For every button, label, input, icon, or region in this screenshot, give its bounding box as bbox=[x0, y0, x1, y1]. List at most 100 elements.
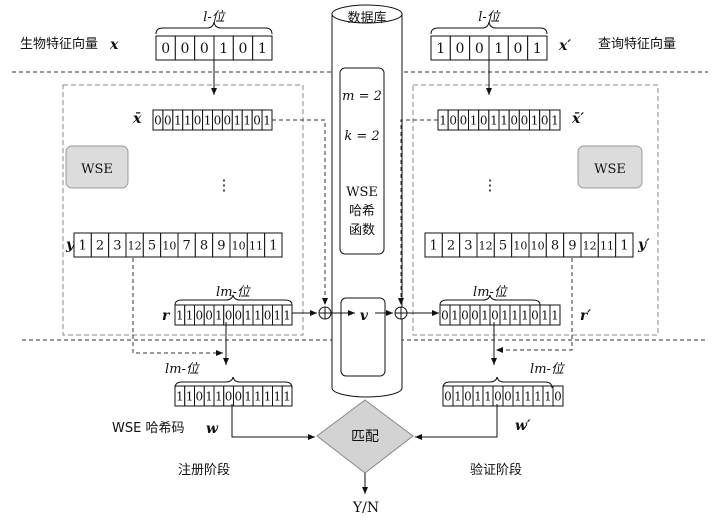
dashed-yprime-to-wprime bbox=[496, 258, 573, 353]
r-cell-value: 0 bbox=[225, 308, 233, 322]
w-cell-value: 1 bbox=[264, 389, 272, 403]
r-cell-value: 0 bbox=[264, 308, 272, 322]
enroll-lm-bit-top-brace bbox=[174, 294, 293, 306]
r-cell bbox=[281, 304, 293, 326]
verify-wse-label: WSE bbox=[594, 162, 626, 177]
database-label: 数据库 bbox=[347, 10, 386, 26]
v-cell-value: 1 bbox=[481, 308, 489, 322]
y-prime-cell-value: 12 bbox=[583, 240, 597, 253]
y-cell-value: 11 bbox=[249, 240, 263, 253]
w-prime-cell-value: 1 bbox=[524, 389, 532, 403]
xbar-cell-value: 0 bbox=[214, 113, 222, 127]
dashed-xbar-to-xor bbox=[272, 119, 328, 305]
v-label: v bbox=[360, 308, 369, 324]
w-prime-cell-value: 0 bbox=[494, 389, 502, 403]
db-hash-label: 哈希 bbox=[349, 204, 375, 219]
v-cell-value: 0 bbox=[461, 308, 469, 322]
x-cell-value: 0 bbox=[181, 41, 190, 57]
xbar-prime-cell-value: 0 bbox=[460, 113, 468, 127]
v-cell-value: 0 bbox=[491, 308, 499, 322]
r-cell-value: 1 bbox=[176, 308, 184, 322]
r-prime-label: r′ bbox=[580, 308, 591, 324]
w-cell bbox=[281, 385, 293, 407]
r-cell-value: 1 bbox=[186, 308, 194, 322]
w-prime-label: w′ bbox=[515, 418, 531, 434]
x-cell-value: 0 bbox=[200, 41, 209, 57]
x-prime-cell-value: 1 bbox=[436, 41, 445, 57]
w-prime-cell-value: 0 bbox=[554, 389, 562, 403]
r-cell-value: 0 bbox=[205, 308, 213, 322]
y-prime-cell-value: 10 bbox=[513, 240, 527, 253]
db-function-label: 函数 bbox=[349, 223, 375, 238]
v-cell bbox=[549, 304, 561, 326]
enroll-l-bit-brace bbox=[155, 21, 273, 35]
x-cell-value: 0 bbox=[161, 41, 170, 57]
xbar-cell-value: 1 bbox=[263, 113, 271, 127]
xbar-prime-cell-value: 0 bbox=[541, 113, 549, 127]
v-cell-value: 1 bbox=[511, 308, 519, 322]
arrow-wprime-to-match bbox=[415, 404, 498, 440]
y-cell bbox=[264, 232, 283, 258]
r-label: r bbox=[162, 308, 171, 324]
query-vector-label: 查询特征向量 bbox=[598, 36, 676, 52]
enroll-l-bit-label: l-位 bbox=[203, 9, 227, 25]
w-cell-value: 1 bbox=[244, 389, 252, 403]
r-cell-value: 0 bbox=[235, 308, 243, 322]
match-label: 匹配 bbox=[351, 429, 379, 445]
y-prime-cell-value: 1 bbox=[430, 239, 438, 254]
bio-vector-label: 生物特征向量 bbox=[20, 36, 98, 52]
w-prime-cell-value: 1 bbox=[454, 389, 462, 403]
xbar-cell-value: 1 bbox=[204, 113, 212, 127]
w-cell-value: 0 bbox=[235, 389, 243, 403]
w-prime-cell-value: 1 bbox=[514, 389, 522, 403]
r-cell-value: 1 bbox=[283, 308, 291, 322]
xbar-prime-cell bbox=[549, 109, 561, 131]
y-cell-value: 8 bbox=[200, 239, 208, 254]
verify-lm-bit-top-label: lm-位 bbox=[473, 284, 509, 300]
enroll-lm-bit-top-label: lm-位 bbox=[216, 284, 252, 300]
xbar-prime-cell-value: 0 bbox=[480, 113, 488, 127]
wse-code-label: WSE 哈希码 bbox=[112, 421, 184, 436]
w-cell-value: 1 bbox=[274, 389, 282, 403]
w-cell-value: 0 bbox=[225, 389, 233, 403]
v-cell-value: 1 bbox=[541, 308, 549, 322]
db-v-box bbox=[340, 297, 386, 377]
y-prime-cell-value: 8 bbox=[551, 239, 559, 254]
y-prime-cell-value: 5 bbox=[499, 239, 507, 254]
enroll-xor-symbol bbox=[318, 306, 332, 320]
y-cell-value: 1 bbox=[79, 239, 87, 254]
result-label: Y/N bbox=[352, 500, 379, 516]
query-vector-var: x′ bbox=[558, 38, 571, 54]
v-cell-value: 0 bbox=[441, 308, 449, 322]
x-prime-cell-value: 0 bbox=[475, 41, 484, 57]
w-prime-cell-value: 0 bbox=[504, 389, 512, 403]
w-prime-cell-value: 1 bbox=[484, 389, 492, 403]
xbar-cell-value: 0 bbox=[164, 113, 172, 127]
enroll-wse-block bbox=[65, 145, 129, 189]
y-cell-value: 9 bbox=[217, 239, 225, 254]
w-prime-cell-value: 1 bbox=[544, 389, 552, 403]
verify-lm-bit-bottom-brace bbox=[442, 376, 553, 389]
w-prime-cell-value: 0 bbox=[464, 389, 472, 403]
x-cell-value: 1 bbox=[219, 41, 228, 57]
xbar-cell-value: 1 bbox=[184, 113, 192, 127]
enroll-lm-bit-bottom-brace bbox=[174, 376, 293, 389]
y-prime-cell-value: 3 bbox=[464, 239, 472, 254]
x-cell-value: 1 bbox=[258, 41, 267, 57]
xbar-prime-cell-value: 1 bbox=[500, 113, 508, 127]
xbar-prime-cell-value: 0 bbox=[510, 113, 518, 127]
k-param: k = 2 bbox=[344, 129, 379, 144]
w-prime-cell-value: 1 bbox=[534, 389, 542, 403]
enroll-wse-label: WSE bbox=[81, 162, 113, 177]
bio-vector-var: x bbox=[109, 37, 119, 53]
verify-phase-label: 验证阶段 bbox=[470, 462, 522, 478]
y-cell-value: 7 bbox=[183, 239, 191, 254]
v-cell-value: 1 bbox=[451, 308, 459, 322]
